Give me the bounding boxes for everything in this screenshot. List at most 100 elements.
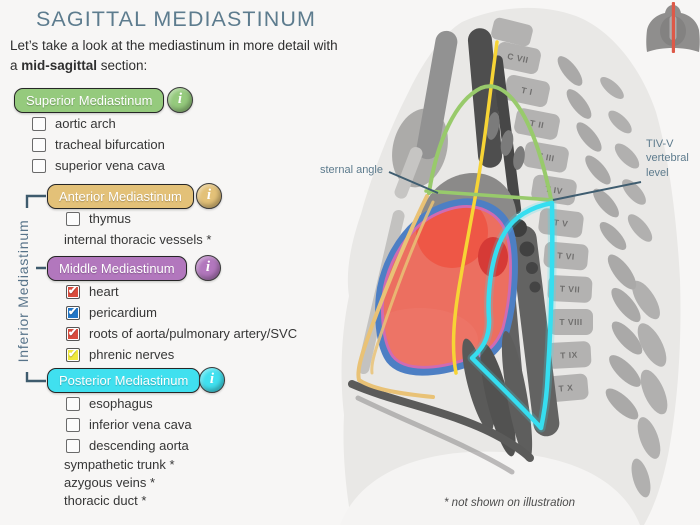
inferior-mediastinum-label: Inferior Mediastinum (15, 219, 31, 363)
checkbox[interactable] (66, 305, 80, 320)
anterior-info-icon[interactable]: i (196, 183, 222, 209)
vertebra-body (538, 208, 584, 238)
note-item: internal thoracic vessels * (64, 232, 212, 247)
spinous-process (566, 89, 592, 119)
checklist-item-label: aortic arch (55, 116, 116, 131)
superior-mediastinum-button[interactable]: Superior Mediastinum (14, 88, 165, 113)
vertebra-label: T IX (560, 350, 578, 361)
checklist-item: pericardium (66, 305, 157, 320)
spinous-process (576, 122, 602, 152)
checklist-item: heart (66, 284, 119, 299)
superior-info-icon[interactable]: i (167, 87, 193, 113)
checklist-item: tracheal bifurcation (32, 137, 165, 152)
checkbox[interactable] (66, 347, 80, 362)
intro-line1: Let’s take a look at the mediastinum in … (10, 38, 338, 53)
checkbox[interactable] (66, 326, 80, 341)
sternal-angle-pointer (388, 171, 439, 194)
vertebra-label: T V (553, 217, 569, 229)
sternal-angle-label: sternal angle (320, 164, 383, 176)
checklist-item-label: tracheal bifurcation (55, 137, 165, 152)
checklist-item-label: pericardium (89, 305, 157, 320)
vertebra-body (546, 341, 592, 369)
posterior-mediastinum-outline (469, 200, 555, 431)
phrenic-nerve-line (451, 40, 499, 375)
vertebra-label: T VI (557, 250, 575, 261)
checklist-item: esophagus (66, 396, 153, 411)
vertebra-body (543, 241, 589, 271)
anterior-mediastinum-button[interactable]: Anterior Mediastinum (47, 184, 194, 209)
vertebral-level-label: TIV-V vertebral level (646, 137, 689, 180)
checklist-item: aortic arch (32, 116, 116, 131)
posterior-mediastinum-button[interactable]: Posterior Mediastinum (47, 368, 201, 393)
footnote: * not shown on illustration (444, 497, 576, 509)
note-item: sympathetic trunk * (64, 457, 175, 472)
checkbox[interactable] (32, 116, 46, 131)
checkbox[interactable] (32, 137, 46, 152)
checklist-item-label: phrenic nerves (89, 347, 175, 362)
vertebra-body (523, 141, 569, 173)
vertebra-body (547, 275, 593, 303)
vertebra-body (495, 42, 541, 74)
intro-line2-bold: mid-sagittal (21, 57, 98, 73)
vertebra-label: T VIII (559, 317, 582, 327)
posterior-info-icon[interactable]: i (199, 367, 225, 393)
checklist-item-label: heart (89, 284, 119, 299)
spinous-process (557, 56, 583, 86)
page-title: SAGITTAL MEDIASTINUM (35, 7, 317, 31)
abdomen-highlight (340, 451, 640, 525)
vertebral-level-line2: vertebral (646, 152, 689, 165)
spinous-process (585, 155, 611, 185)
checklist-item-label: descending aorta (89, 438, 189, 453)
checklist-item-label: superior vena cava (55, 158, 165, 173)
diaphragm (348, 330, 534, 475)
checklist-item-label: thymus (89, 211, 131, 226)
checklist-item: thymus (66, 211, 131, 226)
checklist-item-label: esophagus (89, 396, 153, 411)
vertebra-label: T I (520, 85, 533, 97)
checklist-item-label: inferior vena cava (89, 417, 192, 432)
checklist-item: phrenic nerves (66, 347, 174, 362)
checkbox[interactable] (66, 284, 80, 299)
vertebra-body (549, 309, 593, 335)
checklist-item: superior vena cava (32, 158, 165, 173)
vertebra-label: T X (558, 382, 574, 393)
note-item: azygous veins * (64, 475, 156, 490)
note-item: thoracic duct * (64, 493, 147, 508)
vertebra-body (491, 17, 533, 47)
pericardium-outline (375, 198, 518, 376)
midline-red-line (671, 2, 675, 53)
middle-mediastinum-button[interactable]: Middle Mediastinum (47, 256, 187, 281)
spinous-process (605, 388, 639, 420)
transverse-thoracic-plane-line (424, 189, 555, 202)
inferior-mediastinum-bracket (25, 194, 46, 383)
intro-text: Let’s take a look at the mediastinum in … (10, 36, 345, 75)
spinous-process (611, 287, 641, 323)
vertebra-body (504, 75, 550, 107)
checkbox[interactable] (66, 211, 80, 226)
vertebra-label: T VII (560, 283, 581, 294)
spinous-process (607, 254, 637, 290)
vertebra-label: T II (529, 118, 545, 131)
checklist-item-label: roots of aorta/pulmonary artery/SVC (89, 326, 298, 341)
spinous-process (609, 355, 641, 387)
spinous-process (593, 188, 619, 218)
manubrium (394, 147, 423, 199)
spinous-process (611, 321, 643, 355)
vertebral-level-pointer (552, 181, 642, 201)
checklist-item: descending aorta (66, 438, 189, 453)
checkbox[interactable] (32, 158, 46, 173)
vertebra-label: C VII (506, 51, 529, 65)
checkbox[interactable] (66, 396, 80, 411)
vertebral-level-line1: TIV-V (646, 138, 674, 150)
vertebral-level-line3: level (646, 166, 669, 179)
checkbox[interactable] (66, 438, 80, 453)
anterior-mediastinum-outline-inner (370, 200, 435, 375)
sagittal-plane-icon (646, 2, 700, 53)
spinous-processes (600, 77, 668, 498)
middle-info-icon[interactable]: i (195, 255, 221, 281)
checkbox[interactable] (66, 417, 80, 432)
anterior-mediastinum-outline (356, 194, 435, 399)
